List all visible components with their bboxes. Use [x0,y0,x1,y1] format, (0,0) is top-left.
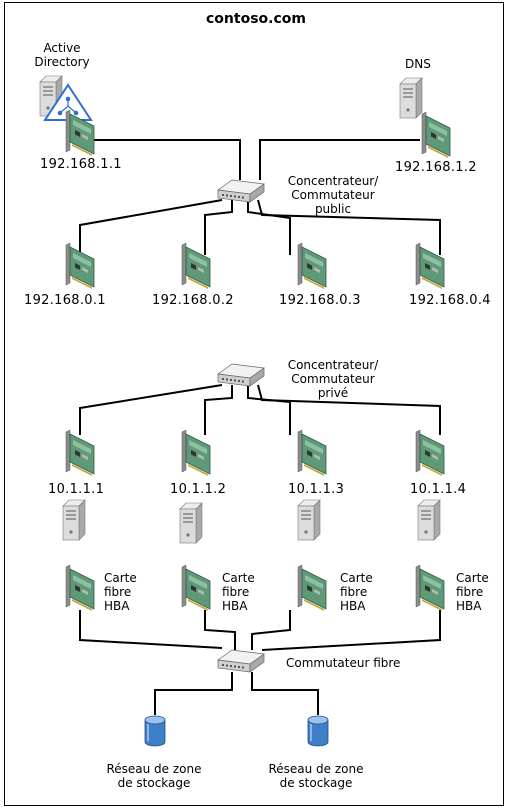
san-label: Réseau de zone de stockage [106,762,202,790]
private-ip-label: 10.1.1.1 [48,482,105,497]
private-ip-label: 10.1.1.4 [410,482,467,497]
dns-label: DNS [405,57,431,71]
network-card-icon [65,429,95,477]
public-ip-label: 192.168.0.2 [152,293,234,308]
network-card-icon [297,429,327,477]
server-icon [297,499,321,541]
public-ip-label: 192.168.0.1 [24,293,106,308]
san-label: Réseau de zone de stockage [268,762,364,790]
server-icon [399,77,423,119]
private-ip-label: 10.1.1.3 [288,482,345,497]
storage-cylinder-icon [307,715,329,747]
active-directory-label: Active Directory [34,41,90,69]
public-hub-icon [217,179,265,203]
hba-label: Carte fibre HBA [222,571,255,613]
server-icon [179,502,203,544]
network-card-icon [297,242,327,290]
ad-ip-label: 192.168.1.1 [40,157,122,172]
server-icon [62,499,86,541]
diagram-title: contoso.com [206,11,306,27]
fibre-switch-label: Commutateur fibre [286,656,401,670]
dns-ip-label: 192.168.1.2 [395,160,477,175]
public-hub-label: Concentrateur/ Commutateur public [287,174,379,216]
network-card-icon [415,564,445,612]
hba-label: Carte fibre HBA [456,571,489,613]
private-ip-label: 10.1.1.2 [170,482,227,497]
dns-server [399,77,451,159]
connection-lines [79,139,441,715]
network-card-icon [421,111,451,159]
network-card-icon [181,564,211,612]
hba-label: Carte fibre HBA [104,571,137,613]
private-hub-icon [217,363,265,387]
private-hub-label: Concentrateur/ Commutateur privé [287,358,379,400]
network-card-icon [297,564,327,612]
server-icon [417,499,441,541]
public-ip-label: 192.168.0.3 [279,293,361,308]
fibre-switch-icon [217,649,265,673]
network-card-icon [65,564,95,612]
network-card-icon [415,429,445,477]
storage-cylinder-icon [144,715,166,747]
network-card-icon [181,429,211,477]
public-ip-label: 192.168.0.4 [409,293,491,308]
active-directory-server [39,75,95,157]
hba-label: Carte fibre HBA [340,571,373,613]
